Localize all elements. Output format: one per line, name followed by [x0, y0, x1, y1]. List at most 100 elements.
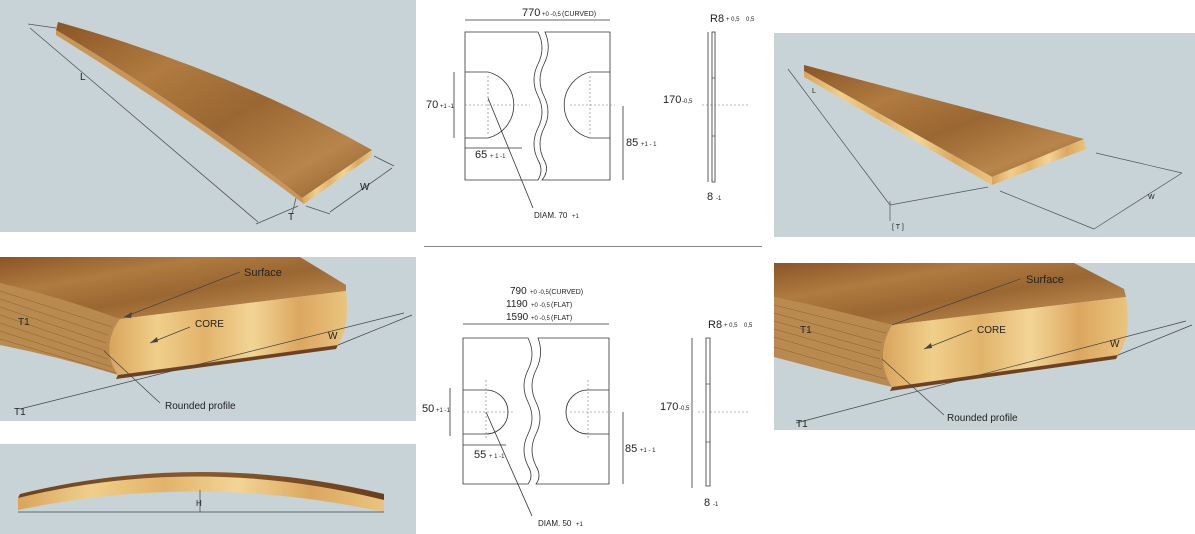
slot-right [563, 71, 610, 139]
slat-curved-illustration: L W T [27, 22, 395, 225]
slat-side [804, 71, 992, 185]
dim-length-label: L [80, 72, 86, 83]
slat-top-surface [56, 22, 372, 198]
diameter-value: DIAM. 70 [534, 211, 568, 220]
drawing-separator [424, 246, 762, 247]
slat-side [56, 30, 304, 204]
height-tolerance: +1 -1 [436, 408, 451, 414]
part-right-outline [539, 31, 611, 181]
dimension-lines [787, 68, 1183, 230]
callout-lines [795, 278, 1193, 424]
slat-bottom-veneer [116, 345, 338, 379]
technical-drawing-70: 770 +0 -0,5 (CURVED) 70 +1 -1 65 + 1 -1 … [420, 0, 760, 240]
panel-slat-flat-3d: L W [ T ] [774, 33, 1195, 237]
dim-length-label: L [812, 88, 816, 95]
length-value: 770 [522, 7, 540, 19]
dim-t1-bottom-label: T1 [14, 407, 26, 418]
slat-top-surface [0, 257, 346, 319]
slat-side-lamination [774, 297, 892, 387]
label-core: CORE [195, 319, 224, 330]
slat-side-lamination [0, 283, 120, 375]
length-note: (CURVED) [562, 11, 596, 18]
slat-arch-core [18, 476, 384, 512]
length2-value: 1190 [506, 299, 528, 310]
part-right-outline [531, 337, 610, 485]
hole-tolerance: +1 - 1 [641, 142, 657, 148]
panel-slat-section-3d: Surface CORE Rounded profile T1 T1 W [0, 257, 416, 421]
radius-tolerance-2: 0,5 [746, 17, 755, 23]
panel-slat-section-3d-right: Surface CORE Rounded profile T1 T1 W [774, 263, 1195, 430]
dimension-lines [27, 23, 395, 225]
side-height-tolerance: -0,5 [679, 406, 690, 412]
thickness-value: 8 [704, 497, 710, 509]
thickness-value: 8 [707, 191, 713, 203]
hole-value: 85 [626, 137, 638, 149]
diameter-tolerance: +1 [576, 522, 584, 528]
length2-note: (FLAT) [551, 302, 572, 309]
label-rounded-profile: Rounded profile [947, 413, 1018, 424]
length1-tolerance: +0 -0,5 [530, 290, 550, 296]
dim-t1-bottom-label: T1 [796, 419, 808, 430]
drawing-50-svg: 790 +0 -0,5 (CURVED) 1190 +0 -0,5 (FLAT)… [422, 286, 753, 528]
side-profile [711, 31, 716, 183]
length3-tolerance: +0 -0,5 [531, 316, 551, 322]
side-height-value: 170 [663, 94, 681, 106]
length1-note: (CURVED) [549, 289, 583, 296]
slat-core [883, 297, 1128, 387]
lamination-lines [774, 304, 887, 380]
slat-flat-illustration: L W [ T ] [787, 65, 1183, 231]
length3-note: (FLAT) [551, 315, 572, 322]
height-value: 70 [426, 99, 438, 111]
dim-width-label: W [360, 182, 370, 193]
length-tolerance: +0 -0,5 [542, 12, 562, 18]
diameter-value: DIAM. 50 [538, 519, 572, 528]
height-value: 50 [422, 403, 434, 415]
length2-tolerance: +0 -0,5 [531, 303, 551, 309]
slat-section-illustration: Surface CORE Rounded profile T1 T1 W [0, 257, 413, 418]
label-rounded-profile: Rounded profile [165, 401, 236, 412]
dim-w-label: W [328, 331, 338, 342]
radius-tolerance: + 0,5 [724, 323, 738, 329]
dim-width-label: W [1148, 194, 1155, 201]
label-core: CORE [977, 325, 1006, 336]
part-left-outline [464, 31, 543, 181]
slat-top-surface [774, 263, 1126, 325]
dim-thickness-label: [ T ] [892, 224, 904, 231]
dim-w-label: W [1110, 339, 1120, 350]
panel-slat-curved-3d: L W T [0, 0, 416, 232]
drawing-70-svg: 770 +0 -0,5 (CURVED) 70 +1 -1 65 + 1 -1 … [426, 7, 755, 220]
length1-value: 790 [510, 286, 527, 297]
radius-value: R8 [710, 13, 724, 25]
slat-top-surface [804, 65, 1084, 177]
slat-section-illustration-right: Surface CORE Rounded profile T1 T1 W [774, 263, 1193, 430]
panel-slat-arch-profile: H [0, 444, 416, 534]
width-value: 65 [475, 149, 487, 161]
radius-tolerance: + 0,5 [726, 17, 740, 23]
dim-t1-top-label: T1 [18, 317, 30, 328]
slat-edge [992, 139, 1086, 185]
radius-value: R8 [708, 319, 722, 331]
side-height-value: 170 [660, 401, 678, 413]
thickness-tolerance: -1 [716, 196, 722, 202]
dim-t1-top-label: T1 [800, 325, 812, 336]
side-profile [705, 337, 711, 487]
part-left-outline [462, 337, 533, 485]
dim-thickness-label: T [288, 212, 294, 223]
diameter-tolerance: +1 [572, 214, 580, 220]
thickness-tolerance: -1 [713, 502, 719, 508]
width-value: 55 [474, 449, 486, 461]
dim-height-label: H [196, 499, 202, 508]
hole-value: 85 [625, 443, 637, 455]
slat-core [109, 291, 347, 375]
radius-tolerance-2: 0,5 [744, 323, 753, 329]
height-tolerance: +1 -1 [440, 104, 455, 110]
width-tolerance: + 1 -1 [490, 154, 506, 160]
slat-arch-illustration: H [18, 472, 384, 513]
slat-arch-top [18, 472, 384, 500]
slat-edge [302, 150, 372, 204]
lamination-lines [0, 290, 117, 374]
label-surface: Surface [244, 267, 282, 279]
slot-right [565, 389, 609, 435]
slot-left [463, 389, 509, 435]
dimension-lines [18, 490, 384, 513]
